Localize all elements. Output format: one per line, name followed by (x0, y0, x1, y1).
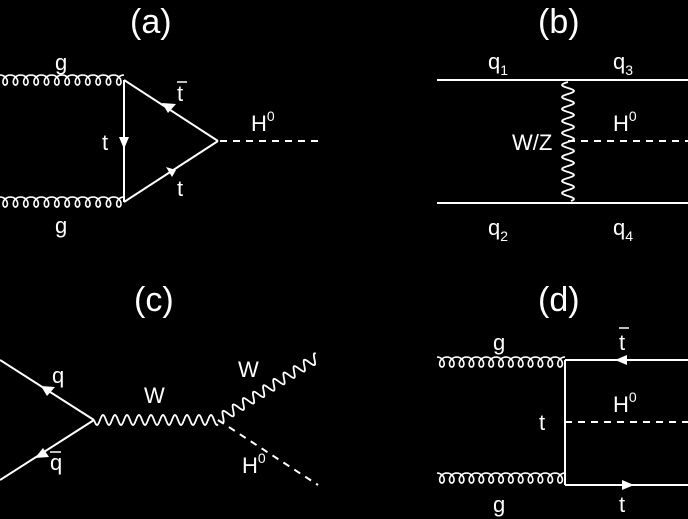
w-label-internal: W (144, 383, 165, 408)
w-label-outgoing: W (238, 357, 259, 382)
top-label-bottom: t (177, 176, 183, 201)
top-label-mid: t (539, 410, 545, 435)
w-boson-outgoing (217, 352, 317, 424)
higgs-line (217, 419, 319, 486)
higgs-label: H0 (251, 108, 275, 136)
quark-label-q2: q2 (488, 215, 508, 244)
arrow-upper (162, 103, 176, 113)
higgs-label: H0 (613, 389, 637, 417)
gluon-label-bottom: g (55, 213, 67, 238)
antiquark-label: q (50, 450, 62, 475)
higgs-label: H0 (613, 108, 637, 136)
panel-label-d: (d) (538, 281, 580, 319)
gluon-label-top: g (55, 50, 67, 75)
w-boson-internal (93, 414, 219, 426)
quark-label-q3: q3 (613, 49, 633, 78)
top-quark-loop-upper (123, 79, 219, 142)
arrow-lower (166, 167, 176, 177)
gluon-line-top (436, 356, 566, 368)
arrow-quark (41, 386, 55, 396)
arrow-antiquark (35, 448, 49, 458)
gluon-line-bottom (436, 472, 566, 484)
diagram-a: (a) g g t t t H0 (0, 3, 318, 238)
antitop-label: t (619, 330, 625, 355)
diagram-c: (c) q q W W H0 (0, 281, 319, 486)
diagram-d: (d) g g t t t H0 (436, 281, 688, 517)
arrow-top (622, 480, 634, 490)
diagram-b: (b) q1 q3 q2 q4 W/Z H0 (437, 3, 688, 244)
quark-label: q (52, 363, 64, 388)
panel-label-c: (c) (134, 281, 174, 319)
arrow-down (119, 137, 129, 149)
boson-label: W/Z (512, 130, 552, 155)
gluon-label-top: g (493, 330, 505, 355)
gluon-line-bottom (0, 196, 125, 208)
gluon-label-bottom: g (493, 492, 505, 517)
antiquark-line-in (0, 419, 95, 481)
arrow-antitop (615, 355, 627, 365)
quark-label-q4: q4 (613, 215, 633, 244)
top-label-loop: t (102, 130, 108, 155)
higgs-label: H0 (242, 450, 266, 478)
gluon-line-top (0, 74, 125, 86)
panel-label-a: (a) (130, 3, 172, 41)
antitop-label: t (177, 81, 183, 106)
quark-label-q1: q1 (488, 49, 508, 78)
top-label-bottom: t (619, 492, 625, 517)
panel-label-b: (b) (538, 3, 580, 41)
